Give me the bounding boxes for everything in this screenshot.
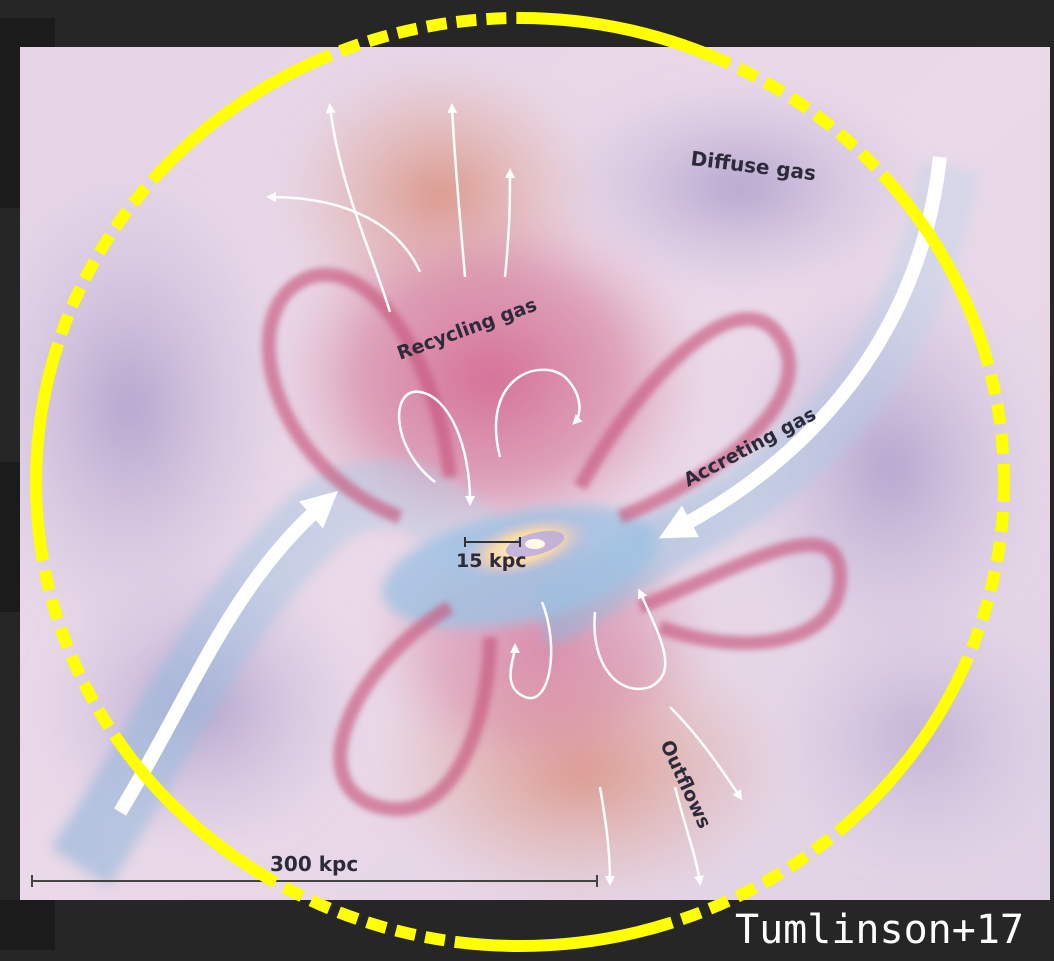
citation-text: Tumlinson+17 [735, 910, 1024, 950]
